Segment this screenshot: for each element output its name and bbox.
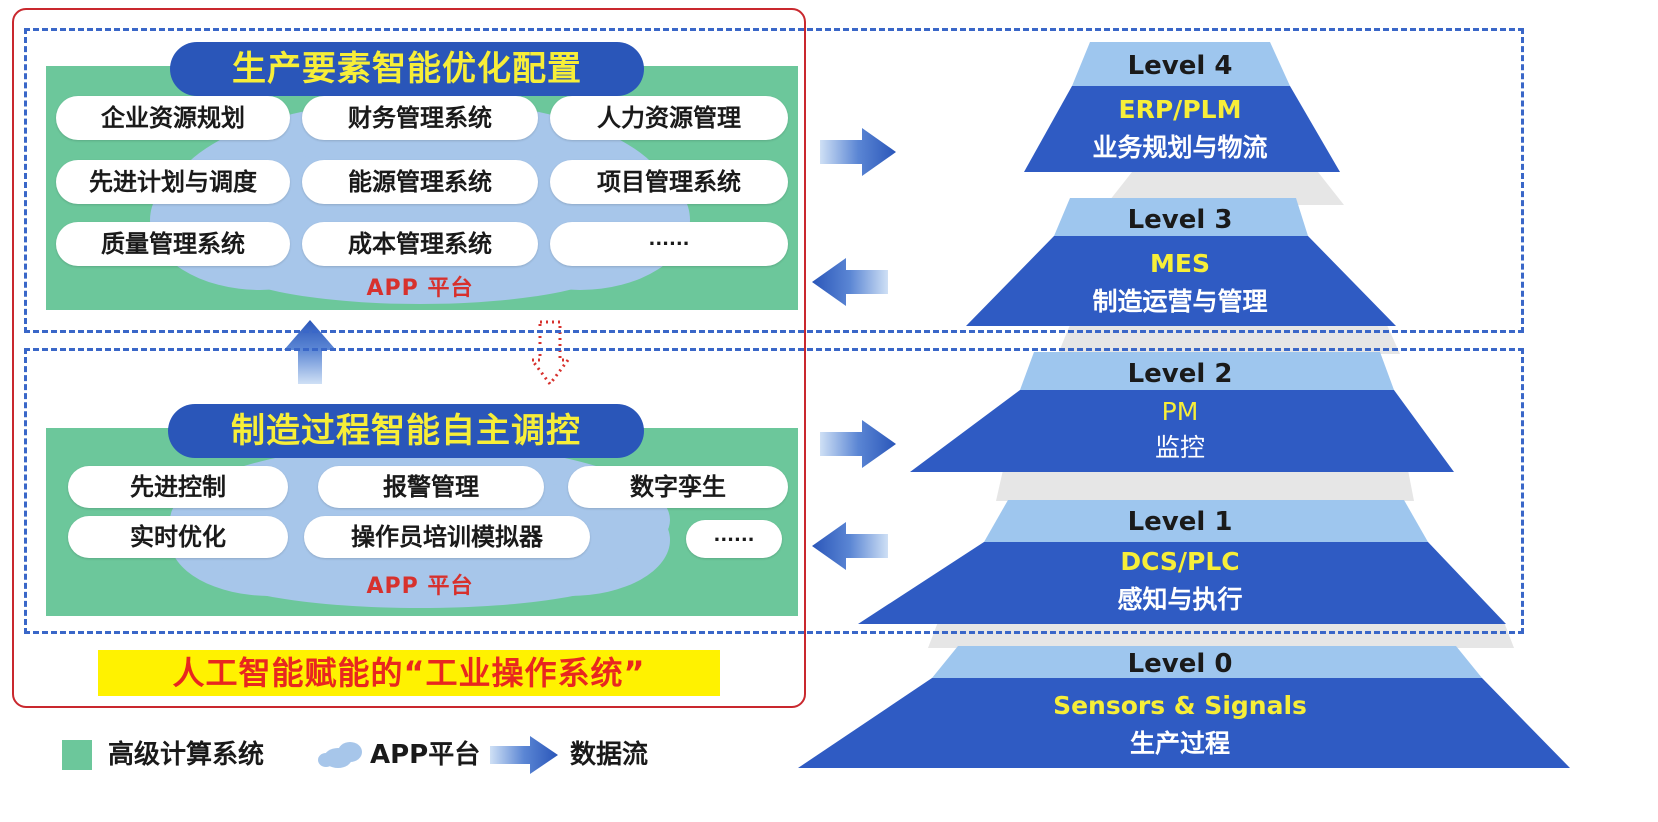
module-pill: 先进控制 (68, 466, 288, 508)
bottom-panel-title: 制造过程智能自主调控 (168, 404, 644, 458)
level-0-label: Level 0 (1127, 649, 1233, 679)
module-pill: 实时优化 (68, 516, 288, 558)
pyramid-level-3 (966, 198, 1396, 326)
level-4-label: Level 4 (1127, 51, 1233, 81)
module-pill: 人力资源管理 (550, 96, 788, 140)
right-arrow-icon (820, 420, 896, 468)
level-1-desc: 感知与执行 (1117, 585, 1243, 614)
module-pill: 质量管理系统 (56, 222, 290, 266)
module-pill: 项目管理系统 (550, 160, 788, 204)
app-platform-label: APP 平台 (366, 574, 474, 599)
module-pill: ...... (686, 520, 782, 558)
upper-dashed-band (24, 28, 1524, 333)
level-1-label: Level 1 (1127, 507, 1233, 537)
module-pill: 企业资源规划 (56, 96, 290, 140)
dotted-cycle-arrow-icon (529, 320, 571, 387)
pyramid-level-2 (910, 352, 1454, 472)
pyramid-level-1 (858, 500, 1506, 624)
pyramid (798, 42, 1570, 768)
app-platform-label: APP 平台 (366, 276, 474, 301)
level-2-system: PM (1161, 397, 1199, 426)
pyramid-level-0 (798, 646, 1570, 768)
level-0-system: Sensors & Signals (1053, 691, 1307, 720)
legend-app-label: APP平台 (370, 740, 481, 770)
industrial-os-banner: 人工智能赋能的“工业操作系统” (98, 650, 720, 696)
module-pill: 先进计划与调度 (56, 160, 290, 204)
up-arrow-icon (284, 320, 336, 384)
legend-flow-label: 数据流 (570, 740, 649, 770)
industrial-os-frame (12, 8, 806, 708)
level-2-desc: 监控 (1154, 433, 1205, 462)
level-3-label: Level 3 (1127, 205, 1233, 235)
level-3-system: MES (1150, 249, 1210, 278)
lower-dashed-band (24, 348, 1524, 634)
module-pill: ...... (550, 222, 788, 266)
level-1-system: DCS/PLC (1120, 547, 1240, 576)
left-arrow-icon (812, 522, 888, 570)
module-pill: 操作员培训模拟器 (304, 516, 590, 558)
right-arrow-icon (820, 128, 896, 176)
cloud-icon (318, 742, 362, 768)
legend-green-swatch (62, 740, 92, 770)
level-4-desc: 业务规划与物流 (1092, 133, 1268, 162)
pyramid-level-4 (1024, 42, 1340, 172)
right-arrow-icon (490, 736, 558, 774)
module-pill: 成本管理系统 (302, 222, 538, 266)
level-4-system: ERP/PLM (1118, 95, 1242, 124)
level-3-desc: 制造运营与管理 (1092, 287, 1268, 316)
module-pill: 报警管理 (318, 466, 544, 508)
module-pill: 数字孪生 (568, 466, 788, 508)
legend-green-label: 高级计算系统 (108, 740, 265, 770)
module-pill: 财务管理系统 (302, 96, 538, 140)
top-panel-title: 生产要素智能优化配置 (170, 42, 644, 96)
module-pill: 能源管理系统 (302, 160, 538, 204)
level-2-label: Level 2 (1127, 359, 1233, 389)
left-arrow-icon (812, 258, 888, 306)
level-0-desc: 生产过程 (1129, 729, 1230, 758)
